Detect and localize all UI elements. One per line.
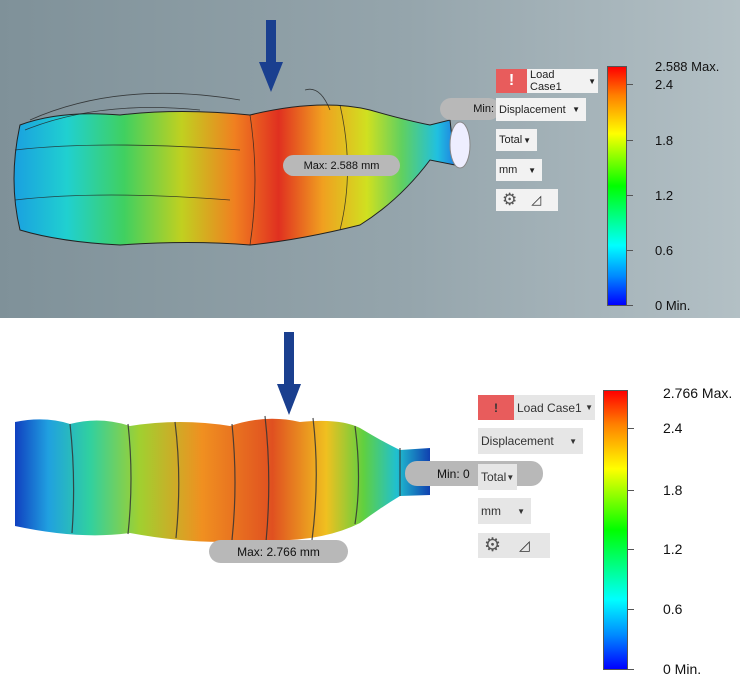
gear-icon[interactable]: ⚙	[484, 535, 502, 556]
gear-icon[interactable]: ⚙	[502, 190, 518, 209]
load-case-value: Load Case1	[517, 400, 582, 415]
legend-min-label: 0 Min.	[663, 661, 702, 677]
result-type-dropdown[interactable]: Displacement ▼	[478, 428, 583, 454]
max-value-label: Max: 2.766 mm	[209, 540, 348, 563]
legend-tick-label: 0.6	[663, 601, 683, 617]
load-arrow-icon	[259, 20, 283, 92]
color-legend-bar	[603, 390, 628, 670]
units-dropdown[interactable]: mm ▼	[478, 498, 531, 524]
legend-options-toolbar: ⚙ ◿	[478, 533, 550, 558]
legend-tick-label: 1.8	[663, 482, 683, 498]
legend-max-label: 2.766 Max.	[663, 385, 733, 401]
chevron-down-icon: ▼	[517, 506, 525, 516]
chevron-down-icon: ▼	[528, 165, 536, 175]
chevron-down-icon: ▼	[523, 135, 531, 145]
min-value-label: Min:	[440, 98, 500, 120]
legend-tick-label: 1.2	[663, 541, 683, 557]
legend-max-label: 2.588 Max.	[655, 59, 720, 74]
legend-tick-label: 1.2	[655, 188, 674, 203]
units-value: mm	[481, 504, 501, 518]
load-case-dropdown[interactable]: Load Case1▼	[514, 395, 595, 420]
load-case-dropdown[interactable]: Load Case1 ▼	[527, 69, 598, 93]
min-value-label: Min: 0	[405, 461, 543, 486]
result-type-value: Displacement	[481, 434, 554, 448]
legend-tick-label: 1.8	[655, 133, 674, 148]
chevron-down-icon: ▼	[506, 472, 515, 482]
deformation-scale-icon[interactable]: ◿	[519, 537, 530, 553]
chevron-down-icon: ▼	[569, 436, 577, 446]
chevron-down-icon: ▼	[585, 403, 593, 412]
chevron-down-icon: ▼	[572, 105, 580, 114]
units-value: mm	[499, 164, 518, 176]
result-type-dropdown[interactable]: Displacement ▼	[496, 98, 586, 121]
component-dropdown[interactable]: Total▼	[496, 129, 537, 151]
top-simulation-view: Max: 2.588 mm Min: ! Load Case1 ▼ Displac…	[0, 0, 740, 318]
deformation-scale-icon[interactable]: ◿	[531, 192, 542, 207]
legend-options-toolbar: ⚙ ◿	[496, 189, 558, 211]
legend-tick-label: 2.4	[655, 77, 674, 92]
load-arrow-icon	[277, 332, 301, 415]
max-value-label: Max: 2.588 mm	[283, 155, 400, 176]
legend-tick-label: 2.4	[663, 420, 683, 436]
component-value: Total	[499, 134, 523, 146]
bottle-cap-constraint	[449, 121, 471, 169]
bottom-simulation-view: Max: 2.766 mm Min: 0 ! Load Case1▼ Displ…	[0, 318, 740, 687]
result-type-value: Displacement	[499, 103, 566, 116]
warning-alert-button[interactable]: !	[478, 395, 514, 420]
warning-alert-button[interactable]: !	[496, 69, 527, 93]
units-dropdown[interactable]: mm ▼	[496, 159, 542, 181]
load-case-value: Load Case1	[530, 69, 562, 93]
color-legend-bar	[607, 66, 627, 306]
chevron-down-icon: ▼	[588, 76, 596, 86]
legend-min-label: 0 Min.	[655, 298, 691, 313]
component-dropdown[interactable]: Total▼	[478, 464, 517, 490]
bottle-model-bottom[interactable]	[0, 318, 480, 687]
component-value: Total	[481, 470, 507, 484]
bottle-model-top[interactable]	[0, 0, 500, 318]
legend-tick-label: 0.6	[655, 243, 674, 258]
